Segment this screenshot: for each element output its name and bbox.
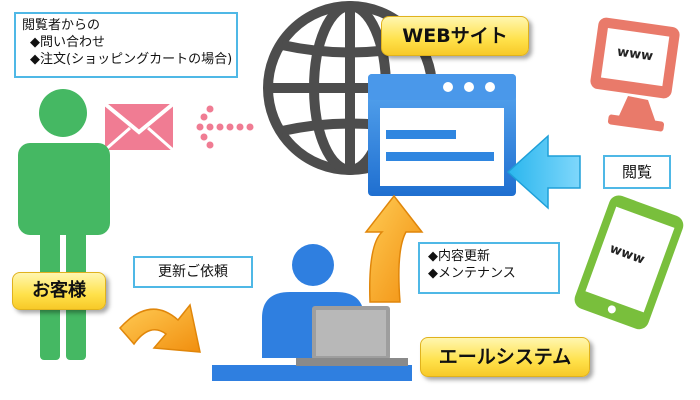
desk bbox=[212, 365, 412, 381]
system-label: エールシステム bbox=[420, 337, 590, 377]
browser-window-icon bbox=[368, 74, 516, 196]
update-note-item: ◆メンテナンス bbox=[428, 266, 516, 281]
request-arrow-icon bbox=[118, 303, 201, 353]
update-note-item: ◆内容更新 bbox=[428, 249, 490, 264]
viewer-note-item: ◆問い合わせ bbox=[30, 35, 105, 50]
update-maintenance-note: ◆内容更新 ◆メンテナンス bbox=[418, 242, 560, 294]
viewer-note-item: ◆注文(ショッピングカートの場合) bbox=[30, 52, 233, 67]
website-label: WEBサイト bbox=[381, 16, 529, 56]
customer-label: お客様 bbox=[12, 272, 106, 310]
mail-icon bbox=[103, 102, 175, 152]
browse-label: 閲覧 bbox=[603, 155, 671, 189]
customer-person-icon bbox=[18, 89, 110, 360]
update-arrow-icon bbox=[364, 194, 424, 303]
laptop-icon bbox=[296, 306, 408, 366]
view-arrow-icon bbox=[506, 134, 581, 210]
viewer-inquiry-note: 閲覧者からの ◆問い合わせ ◆注文(ショッピングカートの場合) bbox=[14, 12, 238, 78]
monitor-icon bbox=[590, 17, 680, 132]
inquiry-dotted-arrow-icon bbox=[196, 105, 254, 149]
update-request-label: 更新ご依頼 bbox=[133, 256, 253, 288]
smartphone-icon bbox=[574, 195, 684, 330]
viewer-note-heading: 閲覧者からの bbox=[22, 18, 101, 33]
